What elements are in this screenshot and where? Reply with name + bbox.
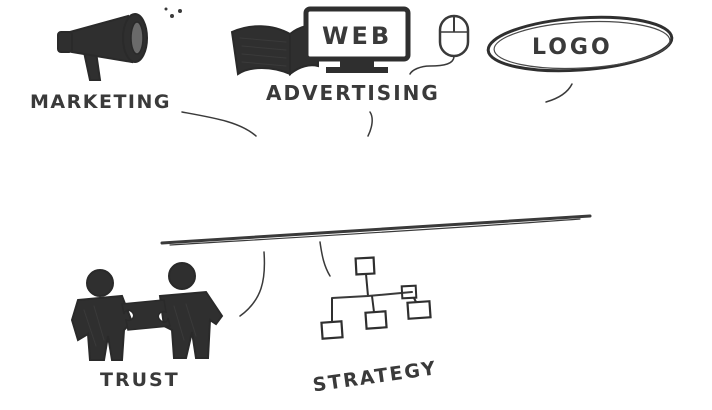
advertising-label: ADVERTISING	[266, 81, 440, 105]
monitor-icon	[303, 6, 411, 73]
strategy-label: STRATEGY	[311, 357, 438, 396]
handshake-icon	[70, 262, 224, 361]
flowchart-icon	[320, 256, 432, 340]
marketing-connector	[181, 111, 257, 137]
strategy-connector	[319, 241, 331, 277]
marketing-label: MARKETING	[30, 91, 171, 113]
logo-oval	[486, 15, 674, 73]
logo-label: LOGO	[532, 35, 613, 60]
trust-connector	[239, 251, 266, 317]
web-label: WEB	[322, 22, 392, 50]
megaphone-icon	[57, 7, 182, 81]
computer-mouse-icon	[409, 14, 470, 75]
logo-connector	[545, 83, 573, 103]
advertising-connector	[367, 111, 373, 137]
divider-line	[160, 214, 592, 245]
divider-line-shadow	[169, 218, 581, 246]
trust-label: TRUST	[100, 369, 180, 391]
